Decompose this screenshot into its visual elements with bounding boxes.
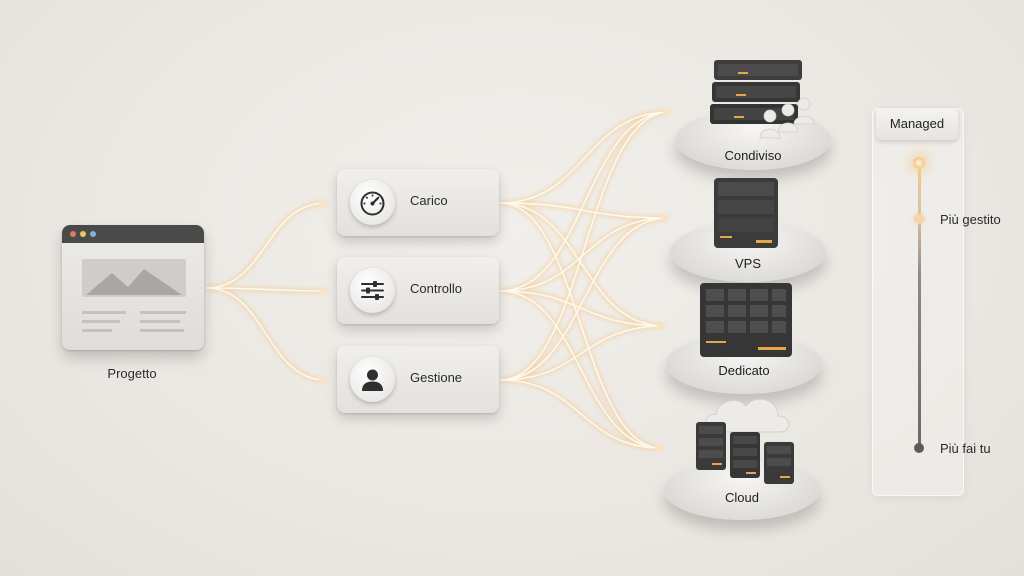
flow-line <box>499 290 663 449</box>
image-placeholder-icon <box>82 259 186 297</box>
gauge-icon <box>350 180 395 225</box>
flow-arrowhead <box>319 287 327 295</box>
sliders-icon <box>350 268 395 313</box>
flow-line <box>499 202 665 327</box>
flow-line <box>205 287 327 381</box>
flow-line <box>499 325 665 381</box>
factor-label: Gestione <box>410 370 463 385</box>
flow-line <box>499 111 671 381</box>
window-minimize-dot <box>80 231 86 237</box>
flow-arrowhead <box>319 376 327 384</box>
flow-line <box>205 202 327 289</box>
flow-arrowhead <box>663 108 671 116</box>
factor-card-carico: Carico <box>337 169 499 236</box>
platform-label-cloud: Cloud <box>725 490 759 505</box>
flow-line <box>205 287 327 292</box>
managed-scale-track <box>918 162 921 450</box>
flow-arrowhead <box>319 199 327 207</box>
flow-arrowhead <box>657 322 665 330</box>
factor-card-controllo: Controllo <box>337 257 499 324</box>
flow-arrowhead <box>655 444 663 452</box>
flow-line <box>499 111 671 204</box>
text-lines-icon <box>82 311 186 332</box>
shared-servers-icon <box>710 60 815 139</box>
window-title-bar <box>62 225 204 243</box>
factor-card-gestione: Gestione <box>337 346 499 413</box>
factor-label: Carico <box>410 193 448 208</box>
flow-line <box>499 290 665 327</box>
project-label: Progetto <box>107 366 157 381</box>
project-window <box>62 225 204 350</box>
flow-line <box>499 379 663 449</box>
flow-arrowhead <box>661 214 669 222</box>
scale-marker-self <box>914 443 924 453</box>
user-icon <box>350 357 395 402</box>
dedicated-server-icon <box>700 283 792 357</box>
managed-scale-title: Managed <box>876 108 958 140</box>
scale-top-glow-marker <box>913 157 925 169</box>
flow-line <box>499 202 669 219</box>
window-close-dot <box>70 231 76 237</box>
window-maximize-dot <box>90 231 96 237</box>
platform-label-vps: VPS <box>734 256 761 271</box>
scale-marker-managed <box>914 214 924 224</box>
vps-server-icon <box>714 178 778 248</box>
flow-line <box>499 202 663 449</box>
scale-label-bottom: Più fai tu <box>940 441 991 456</box>
flow-line <box>499 217 669 292</box>
flow-line <box>499 111 671 292</box>
factor-label: Controllo <box>410 281 463 296</box>
flow-line <box>499 217 669 381</box>
platform-label-condiviso: Condiviso <box>724 148 782 163</box>
scale-label-top: Più gestito <box>940 212 1001 227</box>
platform-label-dedicato: Dedicato <box>718 363 770 378</box>
cloud-servers-icon <box>696 398 794 484</box>
